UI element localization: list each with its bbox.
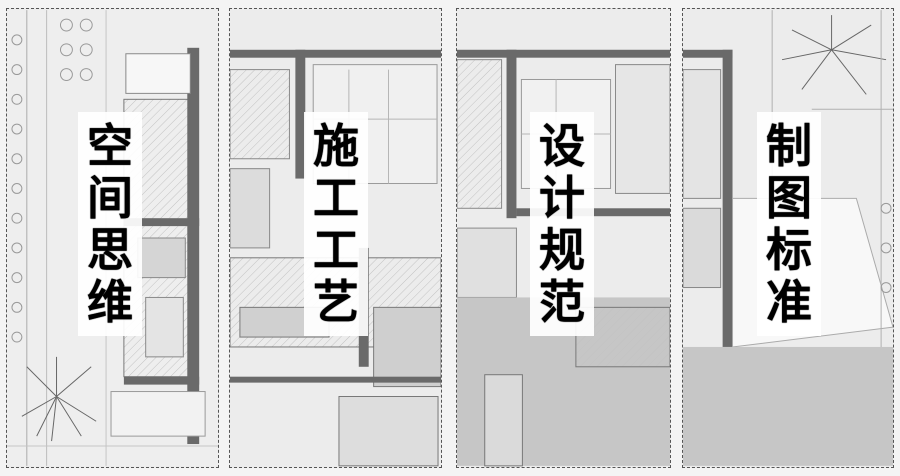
floorplan-panel-2 — [229, 8, 442, 468]
panel-4-char-2: 图 — [766, 171, 812, 225]
floorplan-panel-1 — [6, 8, 219, 468]
panel-2-char-1: 施 — [313, 119, 359, 173]
floorplan-panel-4 — [682, 8, 894, 468]
panel-3-char-3: 规 — [539, 223, 585, 277]
panel-1-char-2: 间 — [87, 171, 133, 225]
panel-2-title: 施 工 工 艺 — [304, 112, 368, 336]
panel-2-char-2: 工 — [313, 171, 359, 225]
panel-3-char-1: 设 — [539, 119, 585, 173]
panel-3-char-4: 范 — [539, 275, 585, 329]
panel-1-char-1: 空 — [87, 119, 133, 173]
panel-1-title: 空 间 思 维 — [78, 112, 142, 336]
floorplan-drawing-2 — [230, 10, 441, 467]
panel-3-char-2: 计 — [539, 171, 585, 225]
panel-4-char-3: 标 — [766, 223, 812, 277]
panel-1-char-4: 维 — [87, 275, 133, 329]
panel-3-title: 设 计 规 范 — [530, 112, 594, 336]
panel-4-char-1: 制 — [766, 119, 812, 173]
panel-2-char-4: 艺 — [313, 275, 359, 329]
floorplan-drawing-1 — [7, 10, 218, 466]
panel-2-char-3: 工 — [313, 223, 359, 277]
panel-4-title: 制 图 标 准 — [757, 112, 821, 336]
panel-1-char-3: 思 — [87, 223, 133, 277]
panel-4-char-4: 准 — [766, 275, 812, 329]
